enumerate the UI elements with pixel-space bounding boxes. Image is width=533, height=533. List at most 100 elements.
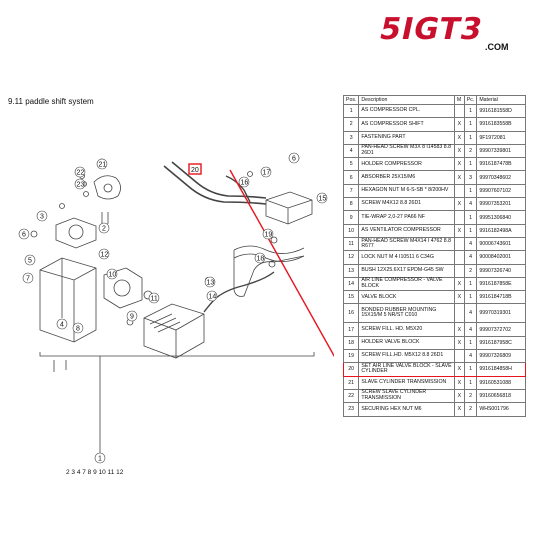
callout-19[interactable]: 19 bbox=[262, 228, 274, 240]
cell-pc: 4 bbox=[463, 349, 478, 364]
svg-text:2: 2 bbox=[102, 226, 106, 233]
cell-pos: 5 bbox=[342, 157, 360, 172]
cell-pos: 6 bbox=[342, 170, 360, 185]
cell-mat: 90008402001 bbox=[476, 250, 526, 265]
svg-text:1: 1 bbox=[98, 456, 102, 463]
cell-mat: WHS001796 bbox=[476, 402, 526, 417]
group-label: 2 3 4 7 8 9 10 11 12 bbox=[66, 469, 124, 476]
callout-17[interactable]: 17 bbox=[260, 166, 272, 178]
cell-pc: 1 bbox=[463, 183, 478, 199]
cell-pos: 13 bbox=[342, 263, 360, 278]
cell-mat: 90006743601 bbox=[476, 236, 526, 252]
cell-pos: 16 bbox=[342, 303, 360, 324]
callout-13[interactable]: 13 bbox=[204, 276, 216, 288]
cell-pc: 1 bbox=[463, 335, 478, 351]
cell-m bbox=[453, 303, 465, 324]
cell-pos: 22 bbox=[342, 388, 360, 404]
callout-5[interactable]: 5 bbox=[24, 254, 36, 266]
callout-15[interactable]: 15 bbox=[316, 192, 328, 204]
cell-desc: HOLDER COMPRESSOR bbox=[358, 157, 455, 172]
cell-m: X bbox=[453, 170, 465, 185]
svg-text:20: 20 bbox=[191, 167, 199, 174]
callout-8[interactable]: 8 bbox=[72, 322, 84, 334]
callout-1[interactable]: 1 bbox=[94, 452, 106, 464]
callout-2[interactable]: 2 bbox=[98, 222, 110, 234]
cell-desc: PAN-HEAD SCREW M4X14 I 4762 8.8 R677 bbox=[358, 236, 455, 252]
cell-pc: 1 bbox=[463, 276, 478, 292]
cell-m: X bbox=[453, 290, 465, 305]
callout-6b[interactable]: 6 bbox=[18, 228, 30, 240]
callout-6[interactable]: 6 bbox=[288, 152, 300, 164]
cell-pc: 1 bbox=[463, 103, 478, 119]
cell-desc: HOLDER VALVE BLOCK bbox=[358, 335, 455, 351]
callout-12[interactable]: 12 bbox=[98, 248, 110, 260]
callout-22[interactable]: 22 bbox=[74, 166, 86, 178]
highlight-leader-line bbox=[229, 169, 334, 358]
cell-mat: 99907326740 bbox=[476, 263, 526, 278]
cell-pos: 7 bbox=[342, 183, 360, 199]
callout-4[interactable]: 4 bbox=[56, 318, 68, 330]
svg-text:18: 18 bbox=[257, 256, 265, 263]
cell-m: X bbox=[453, 362, 465, 377]
cell-pos: 4 bbox=[342, 143, 360, 159]
callout-3[interactable]: 3 bbox=[36, 210, 48, 222]
cell-pos: 20 bbox=[342, 362, 360, 377]
cell-desc: SLAVE CYLINDER TRANSMISSION bbox=[358, 375, 455, 390]
callout-21[interactable]: 21 bbox=[96, 158, 108, 170]
cell-mat: 9916187858E bbox=[476, 276, 526, 292]
header-pc: Pc. bbox=[463, 95, 478, 105]
cell-pos: 10 bbox=[342, 223, 360, 238]
cell-m bbox=[453, 263, 465, 278]
callout-9[interactable]: 9 bbox=[126, 310, 138, 322]
cell-desc: AIR LINE COMPRESSOR - VALVE BLOCK bbox=[358, 276, 455, 292]
cell-desc: PAN-HEAD SCREW M3X 8 I14583 8.8 26D1 bbox=[358, 143, 455, 159]
ventilator-compressor bbox=[103, 267, 143, 309]
cell-mat: 9916187478B bbox=[476, 157, 526, 172]
cell-desc: VALVE BLOCK bbox=[358, 290, 455, 305]
cell-desc: SCREW M4X12 8.8 26D1 bbox=[358, 197, 455, 212]
compressor-box bbox=[143, 303, 205, 359]
sigt3-logo[interactable]: 5IGT3 .COM bbox=[376, 12, 530, 56]
callout-14[interactable]: 14 bbox=[206, 290, 218, 302]
cell-mat: 9916184858H bbox=[476, 362, 526, 377]
svg-text:6: 6 bbox=[22, 232, 26, 239]
svg-text:21: 21 bbox=[99, 162, 107, 169]
callout-18[interactable]: 18 bbox=[254, 252, 266, 264]
svg-text:12: 12 bbox=[101, 252, 109, 259]
header-material: Material bbox=[476, 95, 526, 105]
svg-text:16: 16 bbox=[241, 180, 249, 187]
cell-mat: 99160531088 bbox=[476, 375, 526, 390]
callout-10[interactable]: 10 bbox=[106, 268, 118, 280]
callout-20[interactable]: 20 bbox=[191, 167, 199, 174]
callout-7[interactable]: 7 bbox=[22, 272, 34, 284]
cell-mat: 99907326809 bbox=[476, 349, 526, 364]
callout-11[interactable]: 11 bbox=[148, 292, 160, 304]
callout-16[interactable]: 16 bbox=[238, 176, 250, 188]
cell-pc: 1 bbox=[463, 117, 478, 132]
callout-23[interactable]: 23 bbox=[74, 178, 86, 190]
svg-text:13: 13 bbox=[207, 280, 215, 287]
